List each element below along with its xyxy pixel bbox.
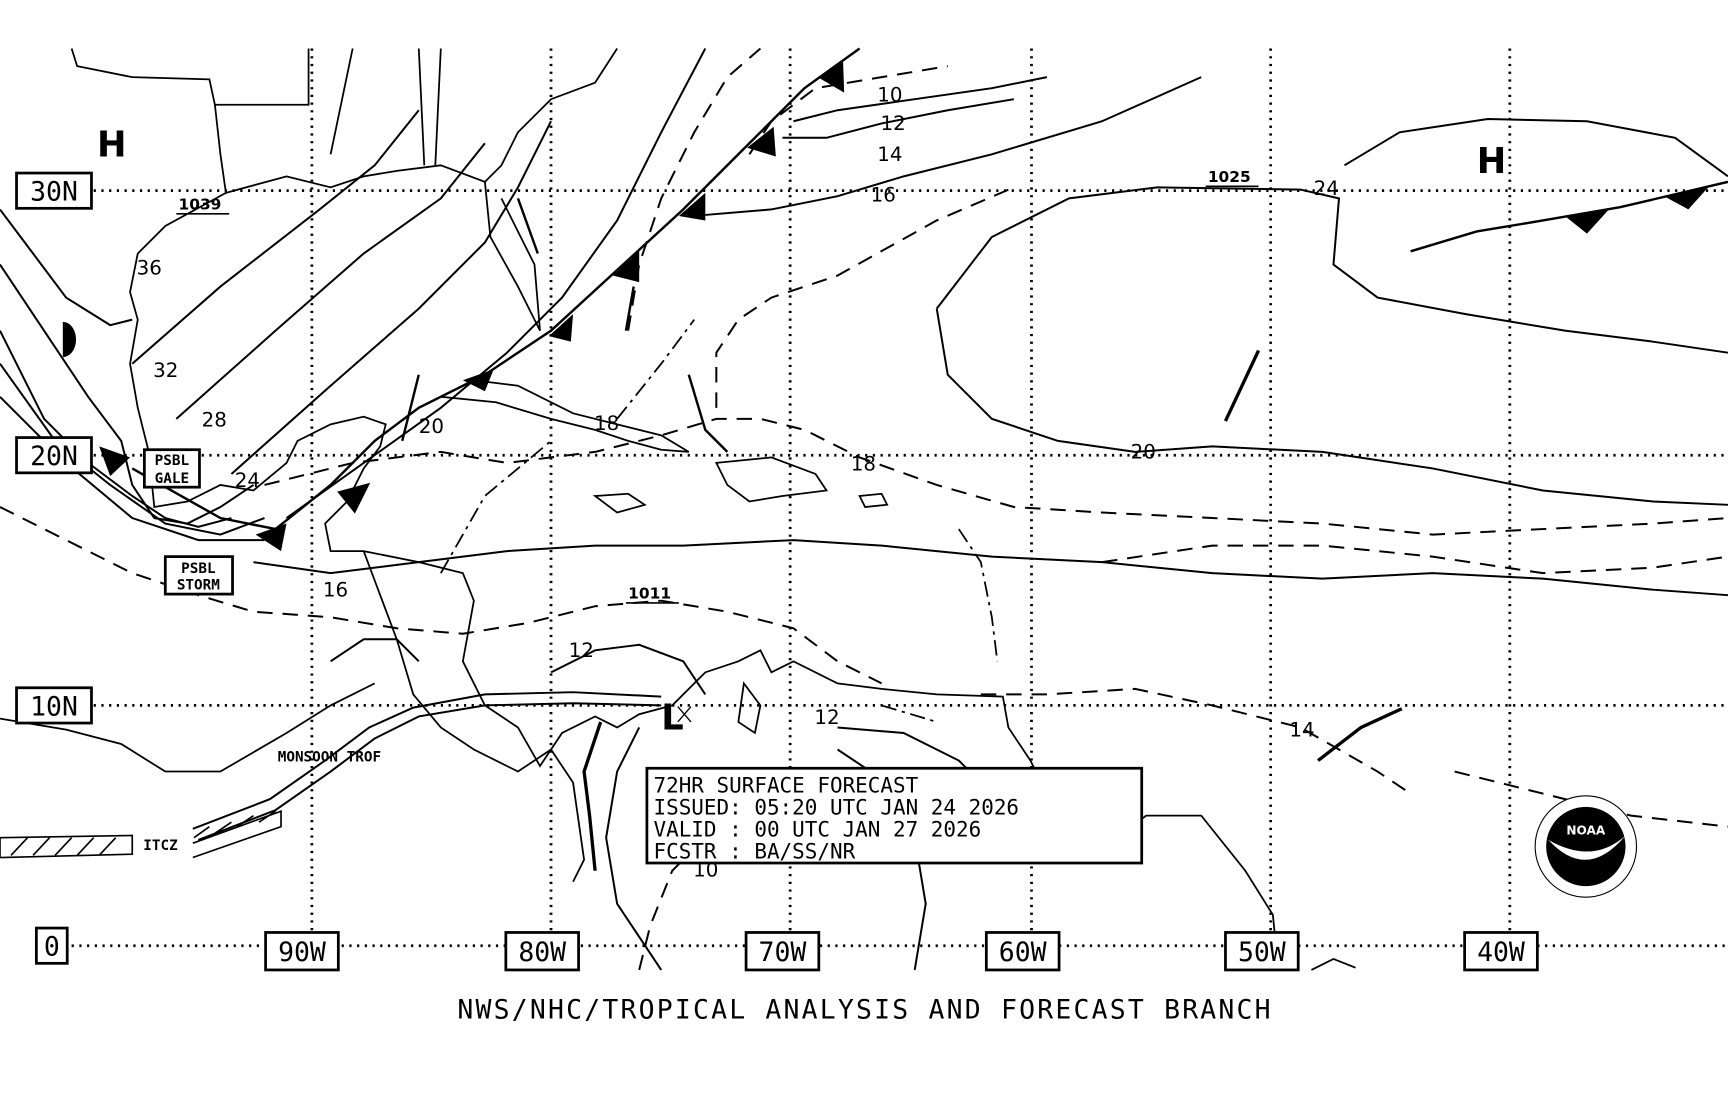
itcz-label: ITCZ [143,838,178,854]
gale-line1: PSBL [155,453,190,469]
lon-label-90w: 90W [264,931,340,972]
lat-label-10n: 10N [15,686,93,725]
lon-70w-text: 70W [759,937,807,968]
monsoon-trough-label: MONSOON TROF [278,750,381,766]
troughs [582,286,1403,871]
lat-label-0: 0 [34,926,69,965]
low-pressure-center: L [661,698,683,739]
lat-20n-text: 20N [30,441,78,472]
lon-90w-text: 90W [278,937,326,968]
lat-0-text: 0 [44,932,60,963]
isobar-label: 12 [569,639,594,662]
high-pressure-west-value: 1039 [179,195,222,213]
latitude-labels: 30N 20N 10N 0 [15,171,93,965]
isobar-label: 10 [877,83,902,106]
lat-label-20n: 20N [15,436,93,475]
lon-label-50w: 50W [1224,931,1300,972]
lon-50w-text: 50W [1238,937,1286,968]
lon-label-60w: 60W [984,931,1061,972]
isobar-label: 18 [851,453,876,476]
forecast-issued: ISSUED: 05:20 UTC JAN 24 2026 [654,796,1020,820]
isobar-label: 16 [323,578,348,601]
isobar-label: 16 [871,184,896,207]
isobar-label: 12 [814,706,839,729]
forecast-forecaster: FCSTR : BA/SS/NR [654,840,856,864]
storm-line2: STORM [177,578,220,594]
high-pressure-east-value: 1025 [1208,168,1251,186]
cold-front [62,47,1728,552]
lon-label-80w: 80W [504,931,580,972]
high-pressure-east: H [1477,141,1507,182]
forecast-info-box: 72HR SURFACE FORECAST ISSUED: 05:20 UTC … [645,766,1144,865]
itcz-monsoon [0,691,662,859]
lon-40w-text: 40W [1477,937,1525,968]
isobar-label: 28 [202,409,227,432]
isobar-label: 12 [881,112,906,135]
lat-10n-text: 10N [30,691,78,722]
lon-60w-text: 60W [999,937,1047,968]
lon-label-70w: 70W [744,931,821,972]
longitude-labels: 90W 80W 70W 60W 50W 40W [264,931,1539,972]
isobar-label: 14 [877,143,902,166]
lat-30n-text: 30N [30,177,78,208]
isobar-label: 14 [1289,718,1314,741]
lat-label-30n: 30N [15,171,93,210]
lon-80w-text: 80W [518,937,566,968]
coastlines [0,48,1356,971]
high-pressure-west: H [97,125,127,166]
isobar-label: 18 [594,412,619,435]
gale-line2: GALE [155,471,189,487]
pressure-centers: H 1039 H 1025 L 1011 [97,125,1506,739]
noaa-logo: NOAA [1534,795,1638,898]
isobar-label: 20 [1131,441,1156,464]
isobar-label: 24 [235,469,260,492]
storm-line1: PSBL [181,561,216,577]
isobar-label: 20 [419,415,444,438]
psbl-gale-box: PSBL GALE [142,448,201,489]
lon-label-40w: 40W [1463,931,1539,972]
low-pressure-value: 1011 [628,584,671,602]
isobar-label: 24 [1314,177,1339,200]
footer-credit: NWS/NHC/TROPICAL ANALYSIS AND FORECAST B… [457,994,1272,1025]
psbl-storm-box: PSBL STORM [163,555,234,596]
isobar-label: 36 [137,256,162,279]
svg-text:NOAA: NOAA [1566,823,1605,837]
forecast-valid: VALID : 00 UTC JAN 27 2026 [654,818,982,842]
forecast-title: 72HR SURFACE FORECAST [654,773,919,797]
isobar-label: 32 [153,359,178,382]
isobars [0,48,1728,971]
